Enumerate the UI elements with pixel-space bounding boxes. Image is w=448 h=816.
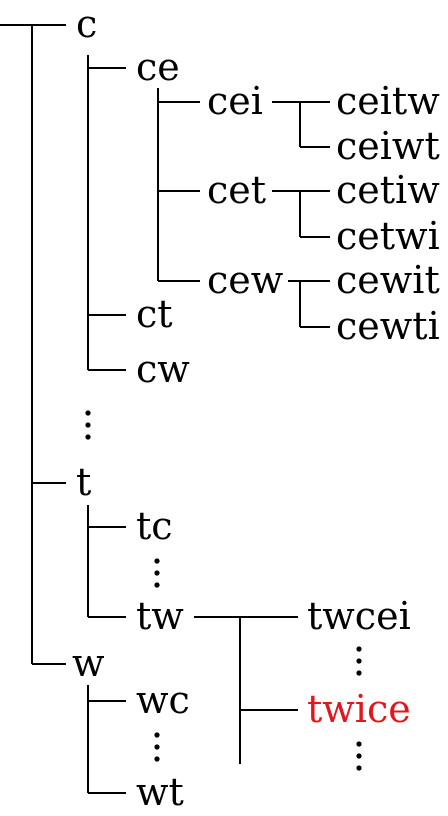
edge-ce-children <box>157 88 200 282</box>
node-tw: tw <box>136 594 184 638</box>
tree-labels: c ce cei ceitw ceiwt cet cetiw cetwi cew… <box>72 2 440 814</box>
node-c: c <box>76 2 97 46</box>
tree-edges <box>0 24 330 794</box>
node-t: t <box>76 460 91 504</box>
node-wc: wc <box>136 678 190 722</box>
ellipsis-t-children <box>154 558 160 588</box>
node-w: w <box>72 641 105 685</box>
node-ceiwt: ceiwt <box>336 124 440 168</box>
node-twice-highlighted: twice <box>307 687 411 731</box>
node-cetwi: cetwi <box>336 214 440 258</box>
node-cet: cet <box>207 168 266 212</box>
node-wt: wt <box>136 770 184 814</box>
node-ct: ct <box>136 292 173 336</box>
edge-w-children <box>87 685 126 794</box>
node-cewit: cewit <box>336 258 440 302</box>
edge-c-children <box>87 55 126 371</box>
node-cew: cew <box>207 258 284 302</box>
edge-cei-children <box>272 101 330 148</box>
ellipsis-tw-children-lower <box>356 741 362 771</box>
node-twcei: twcei <box>307 594 411 638</box>
edge-cew-children <box>288 280 330 328</box>
edge-root-trunk <box>0 24 66 665</box>
edge-tw-children <box>194 616 298 764</box>
node-ce: ce <box>136 45 180 89</box>
ellipsis-c-children <box>85 410 91 440</box>
node-cewti: cewti <box>336 304 440 348</box>
ellipsis-tw-children-upper <box>356 646 362 676</box>
node-tc: tc <box>136 504 173 548</box>
node-cetiw: cetiw <box>336 168 440 212</box>
edge-cet-children <box>272 190 330 238</box>
node-ceitw: ceitw <box>336 79 440 123</box>
node-cw: cw <box>136 347 190 391</box>
edge-t-children <box>87 505 126 618</box>
ellipsis-w-children <box>154 732 160 762</box>
node-cei: cei <box>207 79 263 123</box>
